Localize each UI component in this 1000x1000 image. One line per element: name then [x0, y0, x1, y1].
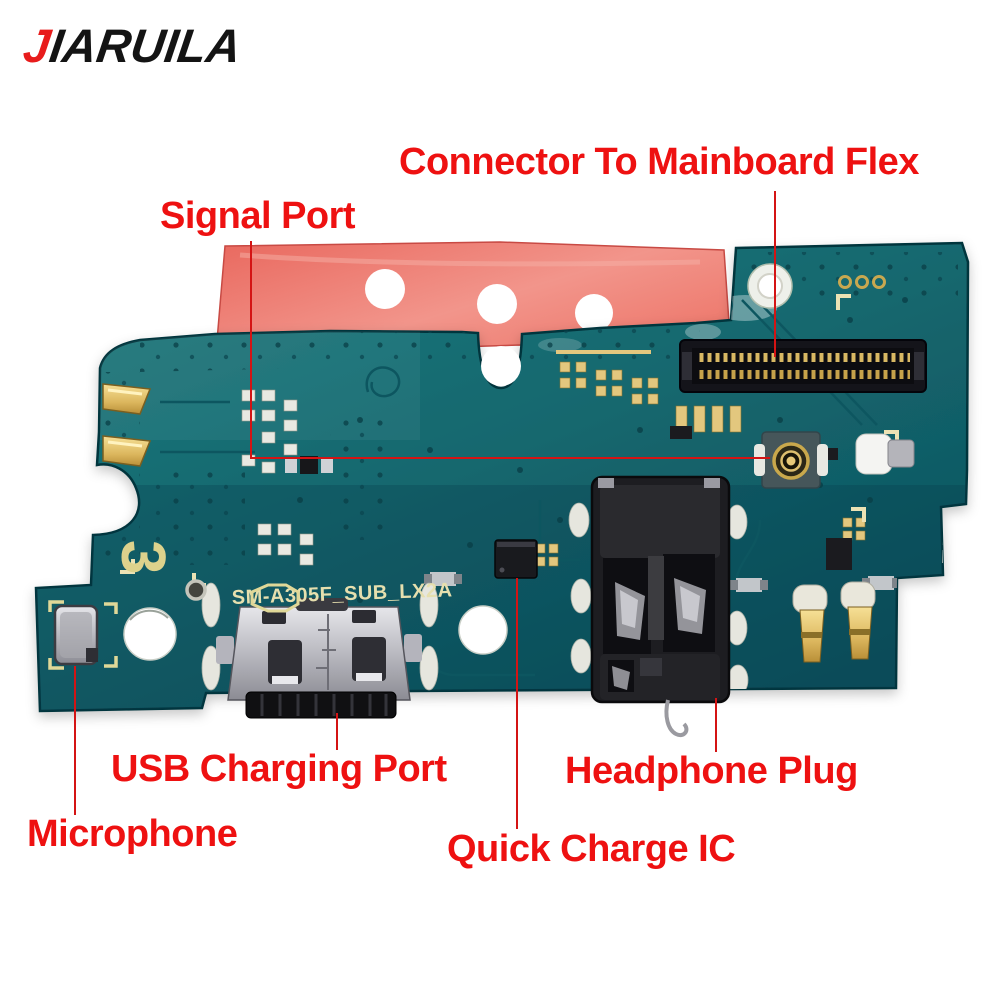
screw-hole-left [123, 607, 177, 661]
screw-hole-top-right [747, 263, 793, 309]
silkscreen-digit: 3 [108, 540, 177, 574]
label-quick-charge-ic: Quick Charge IC [447, 828, 736, 870]
coax-signal-port-connector [754, 431, 828, 489]
gold-spring-contacts [102, 383, 152, 467]
silkscreen-octagon [250, 583, 300, 613]
notch-hole [481, 346, 521, 386]
label-microphone: Microphone [27, 813, 238, 855]
mainboard-flex-connector [679, 339, 927, 393]
label-connector-to-mainboard-flex: Connector To Mainboard Flex [399, 141, 919, 183]
flex-hole [477, 284, 517, 324]
label-headphone-plug: Headphone Plug [565, 750, 858, 792]
flex-hole [365, 269, 405, 309]
usb-charging-port-component [216, 598, 422, 719]
small-hole [185, 579, 207, 601]
leader-signal-port [250, 241, 770, 459]
headphone-jack [590, 475, 731, 737]
red-flex-ribbon [211, 241, 732, 402]
metal-clip [855, 433, 915, 475]
leader-lines [74, 191, 776, 829]
label-signal-port: Signal Port [160, 195, 356, 237]
antenna-spring-wire [664, 699, 689, 737]
flex-hole [575, 294, 613, 332]
screw-hole-center [458, 605, 508, 655]
quick-charge-ic-component [494, 539, 538, 579]
gold-battery-clips [792, 581, 876, 663]
label-usb-charging-port: USB Charging Port [111, 748, 447, 790]
microphone-component [48, 600, 118, 670]
